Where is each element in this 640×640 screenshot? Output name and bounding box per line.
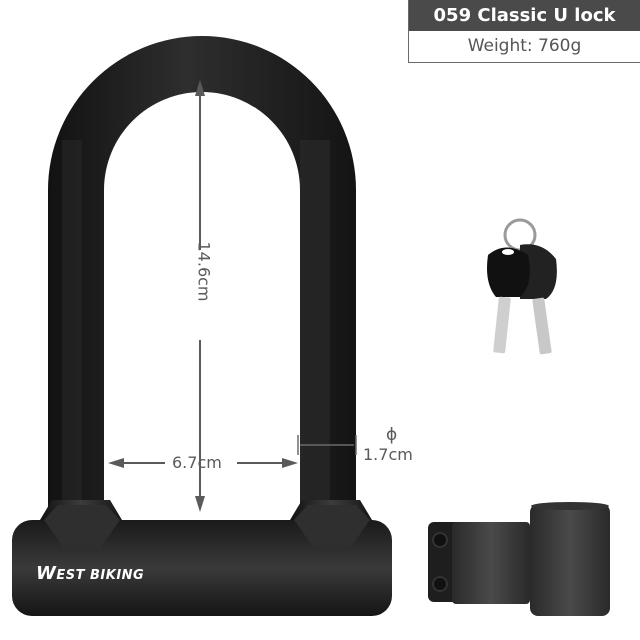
keys-icon: [487, 218, 557, 355]
product-title: 059 Classic U lock: [409, 0, 640, 31]
product-weight: Weight: 760g: [467, 36, 582, 56]
width-dimension: [108, 458, 298, 468]
lock-crossbar: [12, 505, 392, 616]
width-label: 6.7cm: [172, 453, 222, 472]
diameter-dimension: [297, 435, 357, 455]
product-title-box: 059 Classic U lock Weight: 760g: [408, 0, 640, 63]
height-label: 14.6cm: [194, 241, 214, 302]
u-shackle: [48, 36, 356, 510]
brand-initial: W: [36, 563, 57, 584]
diameter-symbol: ϕ: [386, 425, 398, 445]
mount-bracket-icon: [428, 502, 610, 616]
brand-name: EST BIKING: [56, 568, 145, 583]
height-dimension: [195, 80, 205, 512]
diameter-label: 1.7cm: [363, 445, 413, 464]
brand-logo: WEST BIKING: [36, 563, 144, 584]
